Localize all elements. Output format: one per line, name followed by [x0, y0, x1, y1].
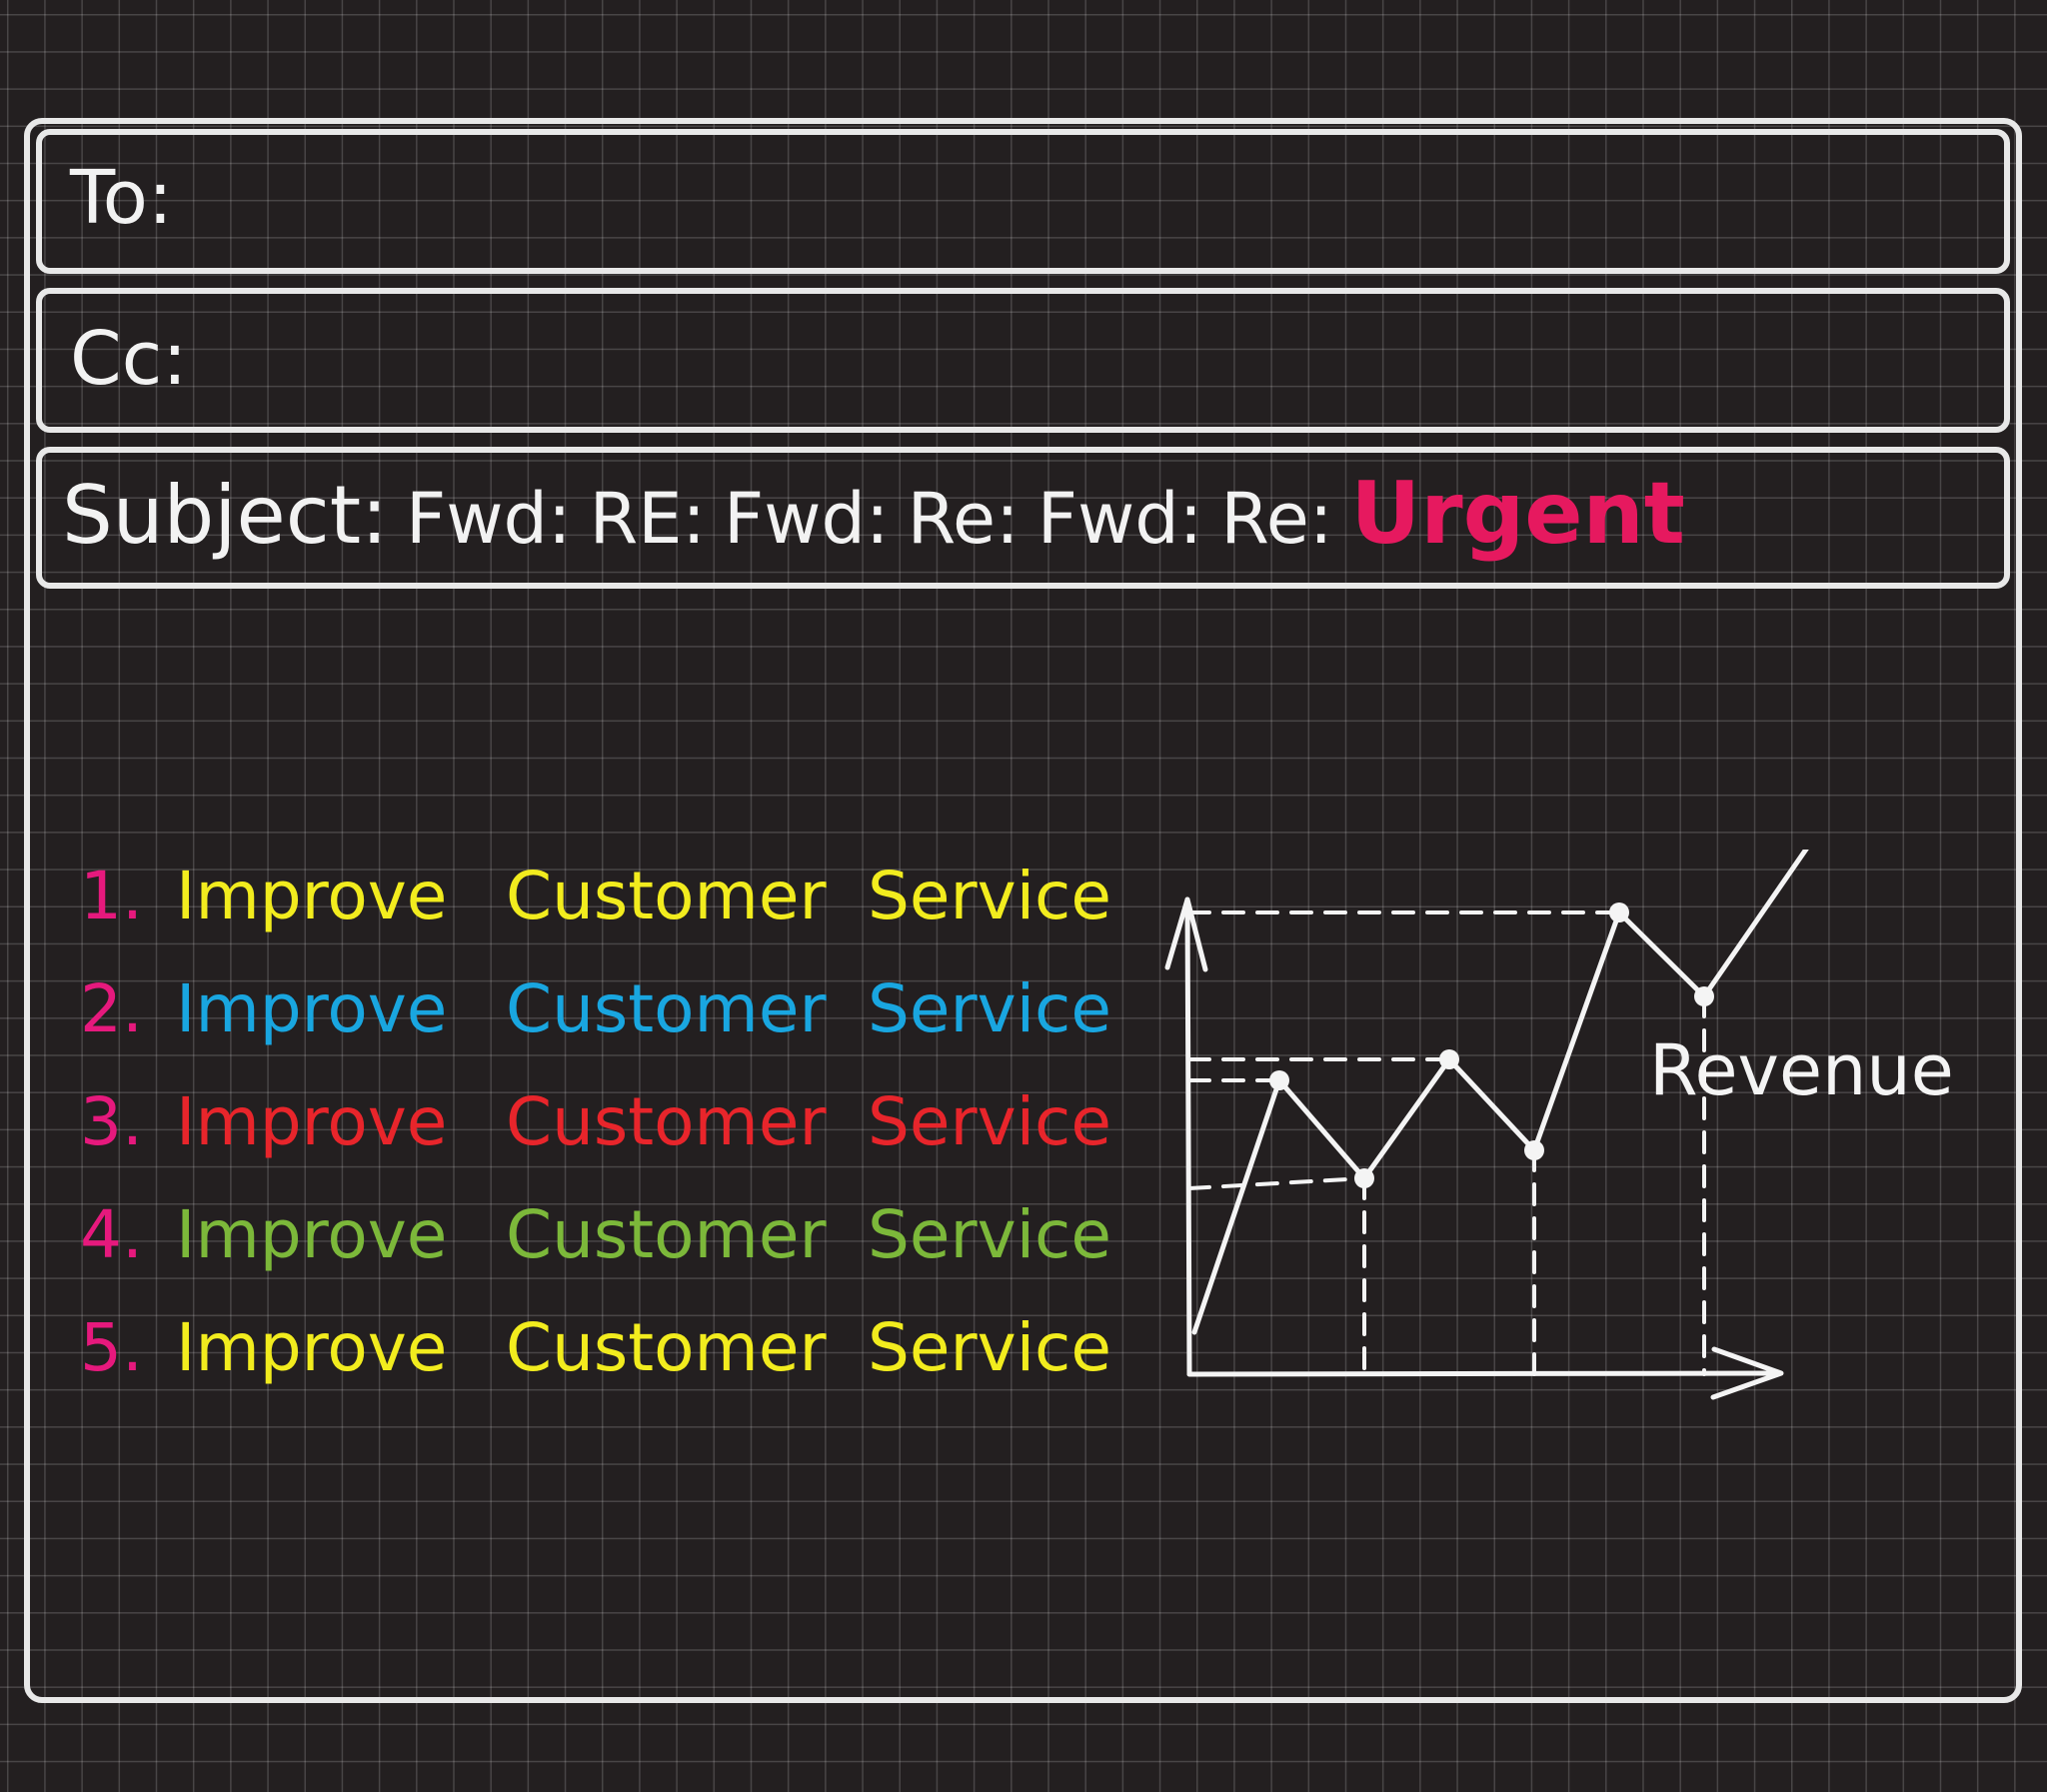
- list-item-number: 2.: [80, 970, 143, 1047]
- list-item-number: 1.: [80, 858, 143, 934]
- x-axis: [1186, 1370, 1782, 1377]
- list-item-word: Improve: [176, 858, 448, 934]
- subject-line: Subject: Fwd: RE: Fwd: Re: Fwd: Re: Urge…: [62, 471, 1685, 557]
- list-item-word: Customer: [506, 1196, 827, 1273]
- list-item-word: Service: [868, 1309, 1111, 1386]
- email-window-frame: [24, 118, 2022, 1703]
- cc-label: Cc:: [70, 316, 188, 402]
- subject-prefix: Re:: [1220, 478, 1333, 560]
- chart-axes: [1164, 896, 1784, 1400]
- y-axis: [1184, 896, 1192, 1377]
- list-item-word: Service: [868, 1196, 1111, 1273]
- data-point: [1609, 902, 1629, 922]
- subject-prefix: RE:: [589, 478, 707, 560]
- data-point: [1354, 1168, 1374, 1188]
- list-item: 2. Improve Customer Service: [80, 952, 1111, 1065]
- chart-points: [1269, 902, 1714, 1188]
- subject-prefix: Re:: [907, 478, 1020, 560]
- data-point: [1269, 1070, 1289, 1090]
- to-field[interactable]: To:: [36, 129, 2010, 274]
- subject-prefix: Fwd:: [1036, 478, 1203, 560]
- list-item-word: Improve: [176, 1196, 448, 1273]
- list-item-word: Customer: [506, 970, 827, 1047]
- revenue-series-label: Revenue: [1649, 1029, 1954, 1111]
- list-item-word: Improve: [176, 970, 448, 1047]
- subject-field[interactable]: Subject: Fwd: RE: Fwd: Re: Fwd: Re: Urge…: [36, 447, 2010, 589]
- trend-line: [1701, 850, 1809, 999]
- list-item-word: Service: [868, 1083, 1111, 1160]
- y-axis-arrow-icon: [1164, 896, 1208, 972]
- todo-list: 1. Improve Customer Service 2. Improve C…: [80, 840, 1111, 1404]
- list-item: 1. Improve Customer Service: [80, 840, 1111, 952]
- subject-urgent-text: Urgent: [1350, 464, 1685, 564]
- list-item: 3. Improve Customer Service: [80, 1065, 1111, 1178]
- subject-prefix: Fwd:: [406, 478, 572, 560]
- list-item-word: Customer: [506, 858, 827, 934]
- list-item-number: 5.: [80, 1309, 143, 1386]
- revenue-chart: [1164, 850, 1809, 1400]
- subject-label: Subject:: [62, 469, 389, 562]
- list-item-word: Service: [868, 970, 1111, 1047]
- list-item-number: 3.: [80, 1083, 143, 1160]
- list-item-number: 4.: [80, 1196, 143, 1273]
- horizontal-guide: [1187, 1176, 1366, 1190]
- list-item-word: Customer: [506, 1083, 827, 1160]
- list-item: 5. Improve Customer Service: [80, 1291, 1111, 1404]
- list-item-word: Customer: [506, 1309, 827, 1386]
- list-item-word: Improve: [176, 1083, 448, 1160]
- to-label: To:: [70, 155, 173, 241]
- list-item: 4. Improve Customer Service: [80, 1178, 1111, 1291]
- subject-prefix: Fwd:: [724, 478, 890, 560]
- revenue-line: [1191, 909, 1707, 1335]
- list-item-word: Service: [868, 858, 1111, 934]
- data-point: [1439, 1049, 1459, 1069]
- cc-field[interactable]: Cc:: [36, 288, 2010, 433]
- data-point: [1524, 1140, 1544, 1160]
- chart-guides: [1187, 910, 1706, 1376]
- x-axis-arrow-icon: [1710, 1346, 1784, 1400]
- list-item-word: Improve: [176, 1309, 448, 1386]
- data-point: [1694, 986, 1714, 1006]
